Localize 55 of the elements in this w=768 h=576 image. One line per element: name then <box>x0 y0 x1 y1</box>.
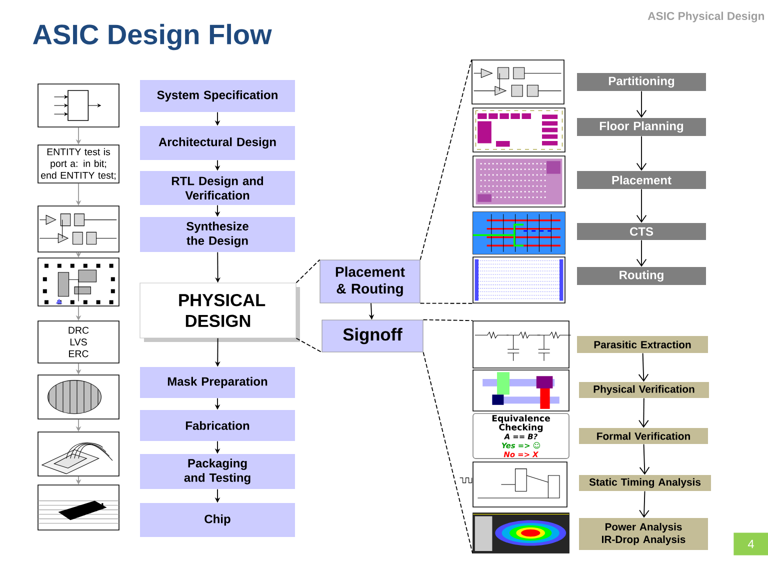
arrow <box>636 188 647 223</box>
arrow <box>636 136 647 171</box>
process-box: Placement & Routing <box>320 260 420 304</box>
connector-line <box>296 338 322 353</box>
step-box: Floor Planning <box>577 118 706 136</box>
layout-drawing <box>472 370 570 412</box>
text-box: ENTITY test is port a: in bit; end ENTITY test; <box>38 144 120 184</box>
process-box: PHYSICAL DESIGN <box>140 282 300 342</box>
placement-drawing <box>472 156 566 208</box>
step-box: Partitioning <box>577 73 706 91</box>
step-box: Power Analysis IR-Drop Analysis <box>579 518 708 550</box>
arrow <box>639 490 650 518</box>
timing-circuit-drawing <box>460 462 568 508</box>
step-box: Placement <box>577 171 706 189</box>
arrow <box>638 352 649 382</box>
process-box: System Specification <box>140 80 295 112</box>
connector-line <box>420 302 474 304</box>
arrow <box>636 240 647 267</box>
wire-bonding-drawing <box>38 432 120 476</box>
arrow <box>636 90 647 118</box>
step-box: Static Timing Analysis <box>579 475 711 491</box>
step-box: Parasitic Extraction <box>577 336 708 353</box>
process-box: Architectural Design <box>140 126 295 160</box>
chip-layout-drawing <box>38 258 120 306</box>
connector-line <box>296 259 320 284</box>
process-box: Packaging and Testing <box>140 454 295 489</box>
gate-schematic-drawing <box>472 60 564 104</box>
block-diagram-drawing <box>38 84 120 128</box>
page-number: 4 <box>734 532 768 556</box>
rc-circuit-drawing <box>472 320 572 368</box>
process-box: Signoff <box>322 320 424 352</box>
floorplan-drawing <box>472 108 566 152</box>
connector-line <box>422 319 474 322</box>
process-box: Mask Preparation <box>140 367 295 398</box>
arrow <box>638 398 649 428</box>
step-box: CTS <box>577 223 706 240</box>
connector-line <box>420 59 472 260</box>
text-box: DRC LVS ERC <box>38 320 120 364</box>
step-box: Physical Verification <box>579 382 709 398</box>
arrow <box>639 444 650 475</box>
page-header: ASIC Physical Design <box>648 12 764 22</box>
process-box: Synthesize the Design <box>140 217 295 252</box>
step-box: Formal Verification <box>579 428 708 444</box>
ir-drop-map-drawing <box>472 512 570 554</box>
title: ASIC Design Flow <box>32 24 272 50</box>
process-box: Fabrication <box>140 410 295 441</box>
routing-drawing <box>472 256 566 304</box>
gate-schematic-drawing <box>38 206 120 252</box>
process-box: Chip <box>140 503 295 537</box>
process-box: RTL Design and Verification <box>140 171 295 205</box>
connector-line <box>422 352 474 554</box>
clock-tree-drawing <box>472 212 566 254</box>
chip-package-drawing <box>38 484 120 530</box>
step-box: Routing <box>577 267 706 285</box>
wafer-drawing <box>38 374 120 420</box>
